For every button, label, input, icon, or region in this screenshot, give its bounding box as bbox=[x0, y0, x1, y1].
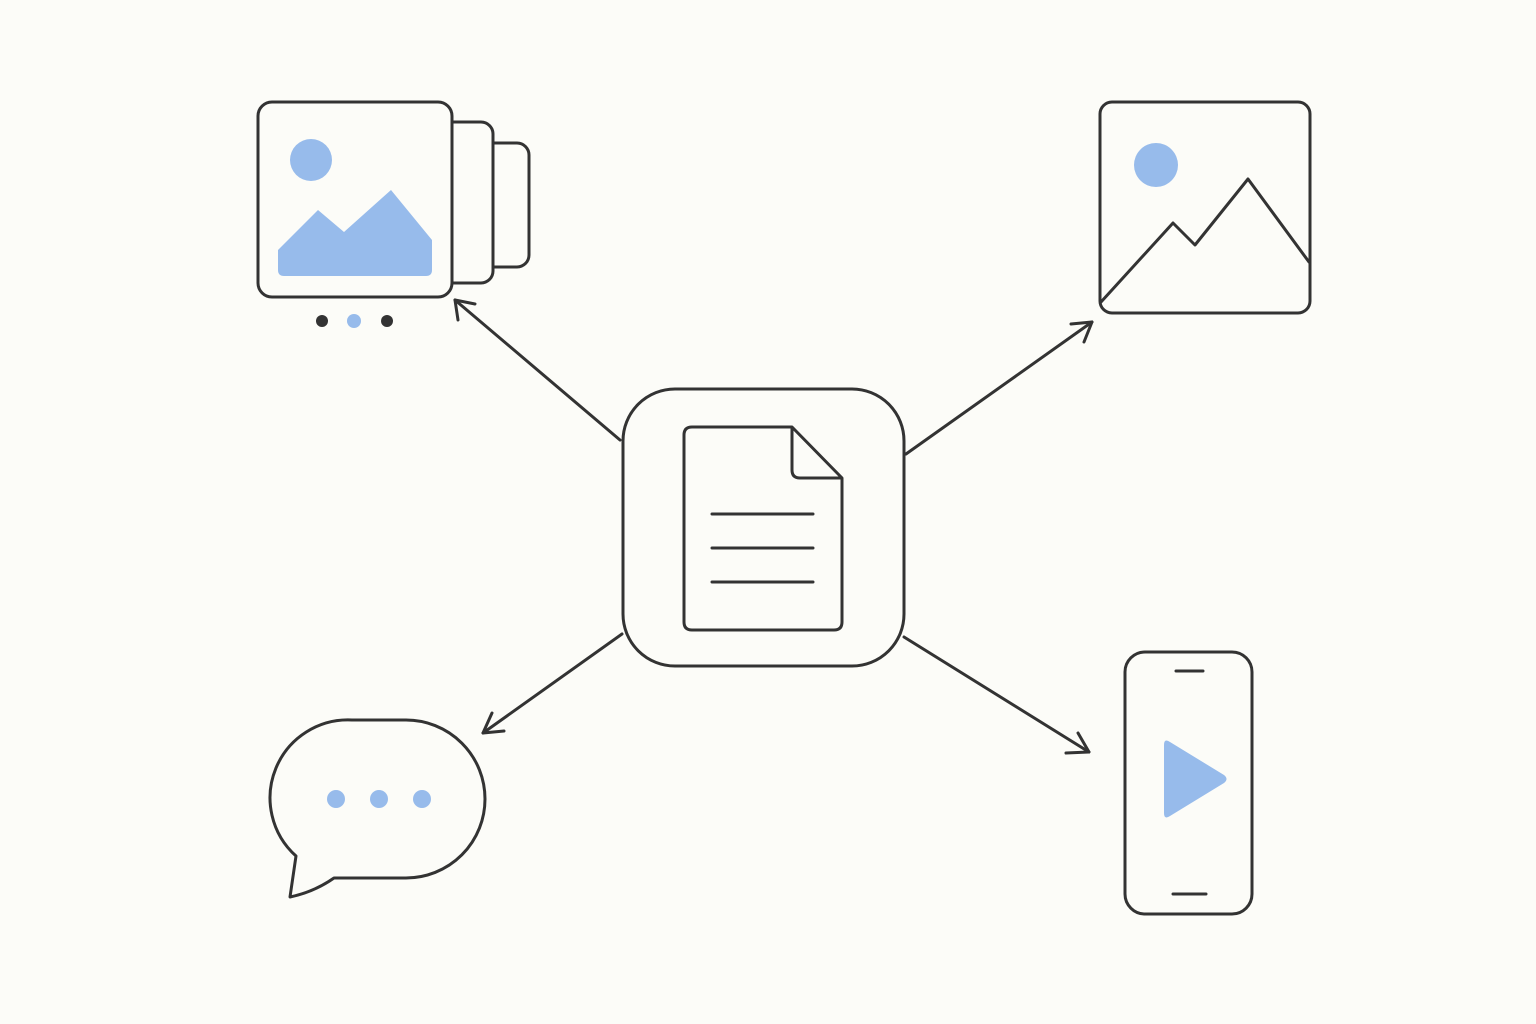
arrow-center-to-bottom-left bbox=[481, 632, 624, 735]
typing-dot bbox=[327, 790, 345, 808]
sun-shape bbox=[290, 139, 332, 181]
carousel-dot bbox=[347, 314, 361, 328]
carousel-dots bbox=[316, 314, 393, 328]
arrow-center-to-bottom-right bbox=[902, 635, 1091, 755]
image-icon bbox=[1098, 100, 1312, 315]
center-node bbox=[621, 387, 906, 668]
arrow-center-to-top-left bbox=[453, 298, 622, 442]
mountain-shape bbox=[278, 190, 432, 276]
play-icon bbox=[1164, 740, 1227, 818]
chat-bubble-icon bbox=[268, 718, 487, 899]
mountain-outline bbox=[1099, 177, 1311, 304]
typing-dot bbox=[370, 790, 388, 808]
image-carousel-icon bbox=[256, 100, 531, 328]
document-icon bbox=[682, 425, 844, 632]
mobile-video-icon bbox=[1123, 650, 1254, 916]
typing-dots bbox=[327, 790, 431, 808]
carousel-dot bbox=[316, 315, 328, 327]
sun-shape bbox=[1134, 143, 1178, 187]
typing-dot bbox=[413, 790, 431, 808]
carousel-dot bbox=[381, 315, 393, 327]
arrow-center-to-top-right bbox=[904, 320, 1094, 456]
